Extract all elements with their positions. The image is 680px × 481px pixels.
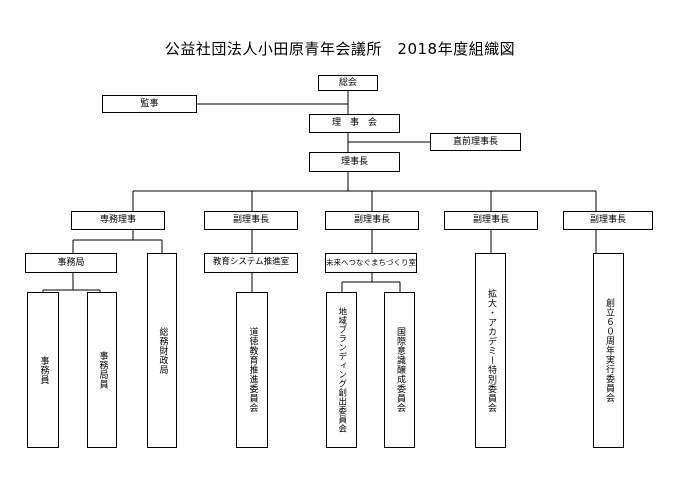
node-vice-president-3: 副理事長 bbox=[444, 211, 538, 230]
chart-title: 公益社団法人小田原青年会議所 2018年度組織図 bbox=[164, 40, 516, 58]
clerk-label: 事務員 bbox=[38, 355, 49, 385]
node-expansion-academy-committee: 拡大・アカデミー特別委員会 bbox=[475, 253, 506, 448]
node-future-town-office: 未来へつなぐまちづくり室 bbox=[325, 253, 417, 273]
node-vice-president-2: 副理事長 bbox=[325, 211, 419, 230]
moral-education-committee-label: 道徳教育推進委員会 bbox=[247, 327, 258, 413]
node-education-office: 教育システム推進室 bbox=[204, 253, 298, 273]
international-awareness-committee-label: 国際意識醸成委員会 bbox=[395, 327, 405, 413]
node-60th-anniversary-committee: 創立６０周年実行委員会 bbox=[593, 253, 624, 448]
node-secretariat: 事務局 bbox=[25, 253, 117, 273]
node-president: 理事長 bbox=[309, 152, 400, 172]
node-moral-education-committee: 道徳教育推進委員会 bbox=[236, 292, 268, 448]
node-board: 理 事 会 bbox=[309, 114, 400, 133]
node-clerk: 事務員 bbox=[27, 292, 59, 448]
node-past-president: 直前理事長 bbox=[430, 133, 521, 151]
node-general-assembly: 総会 bbox=[318, 75, 378, 91]
60th-anniversary-committee-label: 創立６０周年実行委員会 bbox=[604, 298, 614, 403]
node-secretariat-staff: 事務局員 bbox=[87, 292, 117, 448]
expansion-academy-committee-label: 拡大・アカデミー特別委員会 bbox=[486, 288, 496, 413]
node-executive-director: 専務理事 bbox=[71, 211, 165, 230]
node-auditor: 監事 bbox=[102, 95, 197, 113]
node-vice-president-4: 副理事長 bbox=[563, 211, 653, 230]
node-general-affairs-finance: 総務財政局 bbox=[147, 253, 177, 448]
regional-branding-committee-label: 地域ブランディング創出委員会 bbox=[336, 307, 347, 433]
node-vice-president-1: 副理事長 bbox=[204, 211, 298, 230]
general-affairs-finance-label: 総務財政局 bbox=[157, 326, 168, 375]
secretariat-staff-label: 事務局員 bbox=[97, 351, 108, 389]
node-regional-branding-committee: 地域ブランディング創出委員会 bbox=[326, 292, 357, 448]
node-international-awareness-committee: 国際意識醸成委員会 bbox=[384, 292, 415, 448]
